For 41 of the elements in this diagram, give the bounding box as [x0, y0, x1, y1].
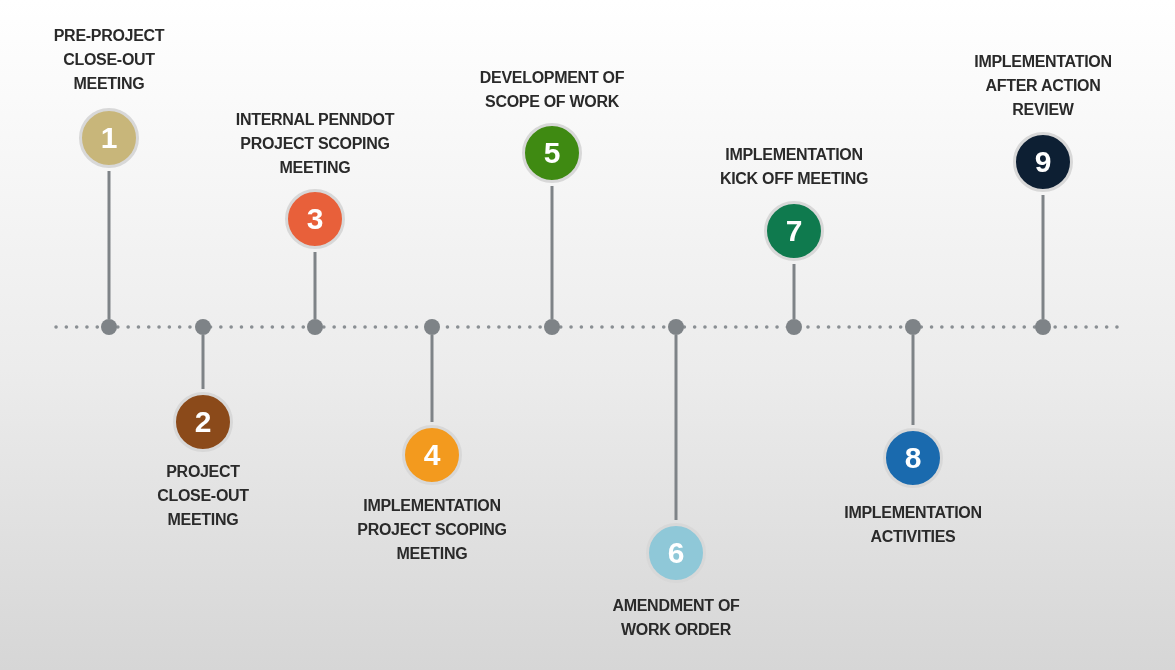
connector-stem	[430, 335, 434, 422]
connector-stem	[1041, 195, 1045, 319]
step-number: 6	[667, 538, 685, 568]
timeline-dot	[905, 319, 921, 335]
connector-stem	[911, 335, 915, 425]
connector-stem	[674, 335, 678, 520]
connector-stem	[107, 171, 111, 319]
step-label: DEVELOPMENT OF SCOPE OF WORK	[478, 68, 626, 112]
timeline-dot	[101, 319, 117, 335]
timeline-dot	[195, 319, 211, 335]
step-number: 4	[423, 440, 441, 470]
step-label: IMPLEMENTATION ACTIVITIES	[843, 503, 983, 547]
connector-stem	[201, 335, 205, 389]
timeline-dot	[424, 319, 440, 335]
step-label: PROJECT CLOSE-OUT MEETING	[156, 462, 250, 530]
step-number: 3	[306, 204, 324, 234]
step-label: PRE-PROJECT CLOSE-OUT MEETING	[52, 26, 166, 94]
step-label: IMPLEMENTATION KICK OFF MEETING	[718, 145, 870, 189]
step-number: 9	[1034, 147, 1052, 177]
step-label: IMPLEMENTATION AFTER ACTION REVIEW	[973, 52, 1113, 120]
step-number: 1	[100, 123, 118, 153]
step-circle	[764, 201, 824, 261]
connector-stem	[550, 186, 554, 319]
step-circle	[285, 189, 345, 249]
step-circle	[1013, 132, 1073, 192]
timeline-dot	[307, 319, 323, 335]
step-circle	[522, 123, 582, 183]
connector-stem	[313, 252, 317, 319]
step-label: INTERNAL PENNDOT PROJECT SCOPING MEETING	[234, 110, 396, 178]
step-number: 2	[194, 407, 212, 437]
timeline-dot	[544, 319, 560, 335]
step-number: 7	[785, 216, 803, 246]
timeline-dot	[786, 319, 802, 335]
step-label: AMENDMENT OF WORK ORDER	[611, 596, 741, 640]
step-number: 8	[904, 443, 922, 473]
connector-stem	[792, 264, 796, 319]
timeline-dot	[1035, 319, 1051, 335]
step-label: IMPLEMENTATION PROJECT SCOPING MEETING	[356, 496, 508, 564]
step-number: 5	[543, 138, 561, 168]
timeline-dot	[668, 319, 684, 335]
step-circle	[79, 108, 139, 168]
